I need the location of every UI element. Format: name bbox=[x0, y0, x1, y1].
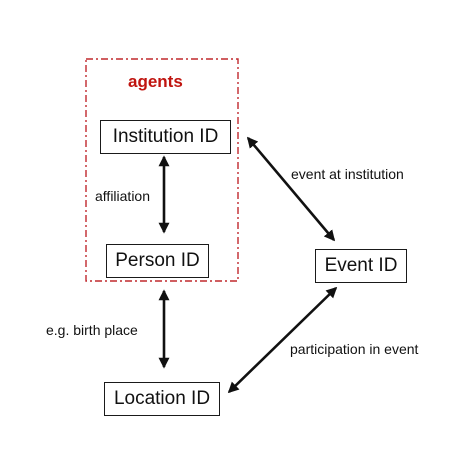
institution-id-node: Institution ID bbox=[100, 120, 231, 154]
agents-group-title: agents bbox=[128, 72, 183, 91]
agents-group-border bbox=[85, 58, 239, 282]
birth-place-label: e.g. birth place bbox=[46, 322, 138, 338]
event-id-node: Event ID bbox=[315, 249, 407, 283]
participation-arrow bbox=[227, 286, 338, 394]
event-at-institution-arrow bbox=[246, 136, 336, 242]
location-id-node: Location ID bbox=[104, 382, 220, 416]
event-at-institution-label: event at institution bbox=[291, 166, 404, 182]
participation-label: participation in event bbox=[290, 341, 419, 357]
person-id-node: Person ID bbox=[106, 244, 209, 278]
affiliation-label: affiliation bbox=[95, 188, 151, 204]
